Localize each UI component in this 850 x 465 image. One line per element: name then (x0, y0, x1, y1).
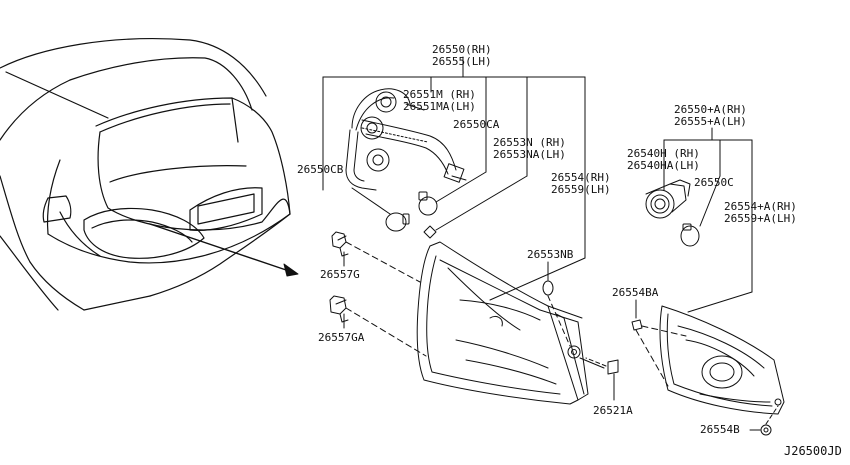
callout-seal: 26553N (RH) 26553NA(LH) (493, 137, 566, 161)
callout-line: 26540HA(LH) (627, 159, 700, 172)
nut-b-part (749, 405, 779, 436)
callout-line: 26540H (RH) (627, 147, 700, 160)
callout-line: 26559+A(LH) (724, 212, 797, 225)
inner-assy-bracket (663, 127, 753, 313)
callout-line: 26550+A(RH) (674, 103, 747, 116)
callout-line: 26554(RH) (551, 171, 611, 184)
callout-harness: 26551M (RH) 26551MA(LH) (403, 89, 476, 113)
callout-line: 26551MA(LH) (403, 100, 476, 113)
socket-part (645, 167, 691, 219)
bulb-c-part (680, 175, 721, 247)
wiring-harness (345, 88, 467, 191)
outer-lamp-housing (416, 241, 589, 405)
vehicle-rear-illustration (0, 38, 291, 311)
clip-ga-part (329, 295, 427, 357)
callout-line: 26550(RH) (432, 43, 492, 56)
callout-line: 26555+A(LH) (674, 115, 747, 128)
callout-inner-assy: 26550+A(RH) 26555+A(LH) (674, 104, 747, 128)
callout-line: 26551M (RH) (403, 88, 476, 101)
clip-g-part (331, 231, 421, 283)
location-arrow (149, 223, 299, 277)
bulb-ca (418, 117, 487, 216)
assy-bracket (322, 56, 586, 259)
callout-line: 26559(LH) (551, 183, 611, 196)
bulb-cb (351, 187, 410, 232)
callout-assy-rh-lh: 26550(RH) 26555(LH) (432, 44, 492, 68)
callout-housing: 26554(RH) 26559(LH) (551, 172, 611, 196)
inner-lamp-housing (659, 305, 785, 415)
diagram-code: J26500JD (784, 444, 842, 458)
callout-clip-g: 26557G (320, 268, 360, 281)
callout-line: 26554+A(RH) (724, 200, 797, 213)
callout-line: 26555(LH) (432, 55, 492, 68)
callout-bulb-c: 26550C (694, 176, 734, 189)
callout-line: 26553N (RH) (493, 136, 566, 149)
callout-screw: 26521A (593, 404, 633, 417)
grommet-part (542, 261, 571, 347)
callout-nut-b: 26554B (700, 423, 740, 436)
callout-bulb-cb: 26550CB (297, 163, 344, 176)
nut-ba-part (631, 299, 687, 387)
seal (423, 139, 528, 239)
callout-bulb-ca: 26550CA (453, 118, 500, 131)
callout-socket: 26540H (RH) 26540HA(LH) (627, 148, 700, 172)
callout-grommet: 26553NB (527, 248, 574, 261)
callout-inner-housing: 26554+A(RH) 26559+A(LH) (724, 201, 797, 225)
callout-clip-ga: 26557GA (318, 331, 365, 344)
callout-nut-ba: 26554BA (612, 286, 659, 299)
callout-line: 26553NA(LH) (493, 148, 566, 161)
screw-part (579, 357, 619, 401)
